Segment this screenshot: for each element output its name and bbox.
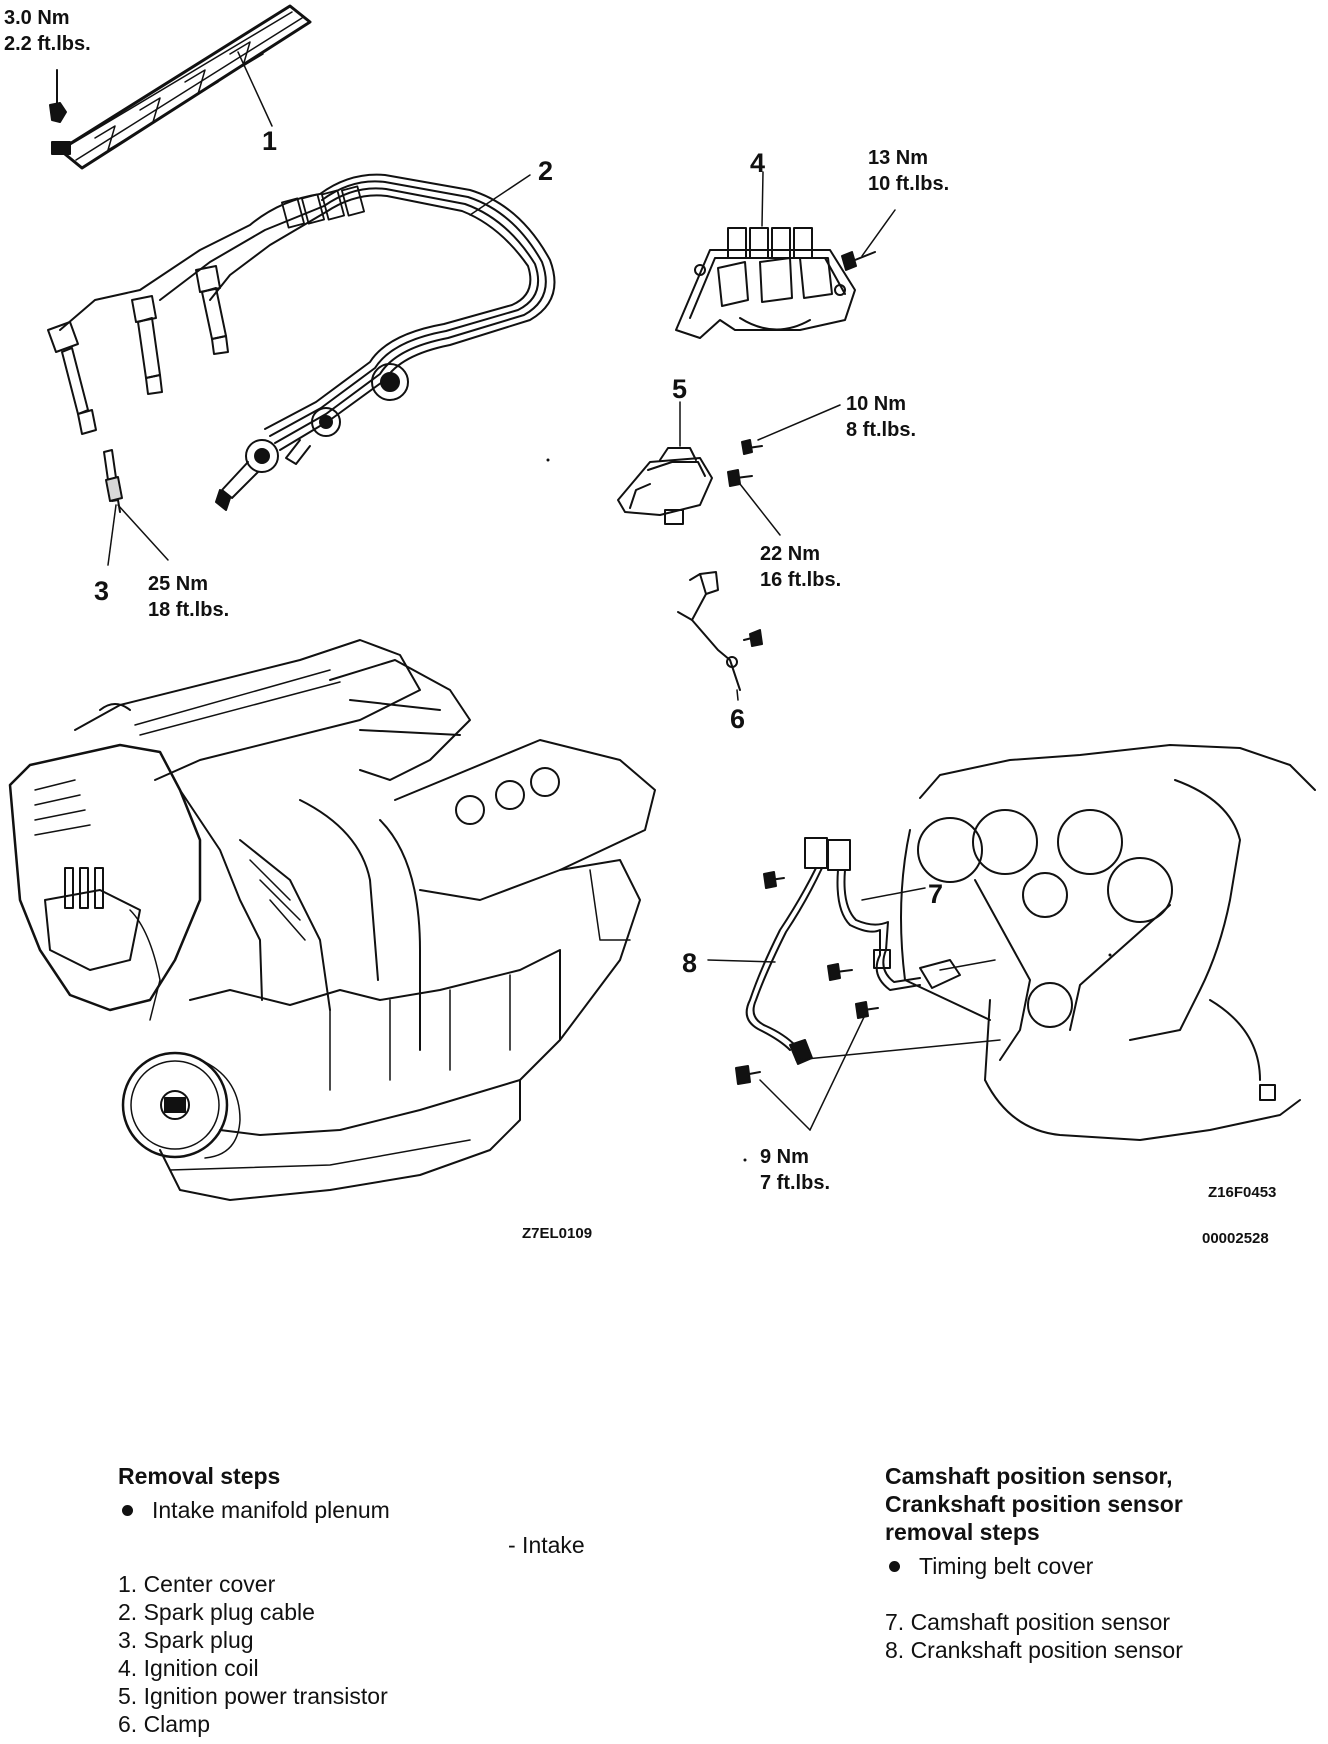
step-6: 6. Clamp (118, 1711, 211, 1737)
step-8: 8. Crankshaft position sensor (885, 1637, 1183, 1663)
removal-steps-section: Removal steps Intake manifold plenum - I… (118, 1462, 658, 1738)
speck (1108, 953, 1112, 957)
step-1: 1. Center cover (118, 1571, 276, 1597)
callout-5: 5 (672, 374, 687, 404)
torque-transistor-a-ftlbs: 8 ft.lbs. (846, 419, 916, 441)
step-5: 5. Ignition power transistor (118, 1683, 388, 1709)
torque-transistor-a-nm: 10 Nm (846, 393, 906, 415)
callout-7: 7 (928, 879, 943, 909)
torque-sensors-nm: 9 Nm (760, 1146, 809, 1168)
callout-8: 8 (682, 948, 697, 978)
torque-ignition-coil-nm: 13 Nm (868, 147, 928, 169)
torque-center-cover-nm: 3.0 Nm (4, 7, 70, 29)
step-3: 3. Spark plug (118, 1627, 254, 1653)
torque-ignition-coil-ftlbs: 10 ft.lbs. (868, 173, 949, 195)
removal-steps-prerequisite: Intake manifold plenum (118, 1496, 658, 1524)
callout-2: 2 (538, 156, 553, 186)
step-4: 4. Ignition coil (118, 1655, 259, 1681)
figure-code-sensors: Z16F0453 (1208, 1184, 1276, 1201)
torque-sensors-ftlbs: 7 ft.lbs. (760, 1172, 830, 1194)
center-cover-drawing (49, 4, 312, 170)
torque-spark-plug-ftlbs: 18 ft.lbs. (148, 599, 229, 621)
figure-code-engine: Z7EL0109 (522, 1225, 592, 1242)
torque-center-cover-ftlbs: 2.2 ft.lbs. (4, 33, 91, 55)
speck (546, 458, 550, 462)
power-transistor-drawing (617, 401, 841, 536)
sensor-steps-title-line-1: Camshaft position sensor, (885, 1463, 1173, 1489)
torque-transistor-b-ftlbs: 16 ft.lbs. (760, 569, 841, 591)
exploded-diagram: 1 2 3 4 5 6 7 8 3.0 Nm 2.2 ft.lbs. 25 Nm… (4, 4, 1316, 1247)
document-code: 00002528 (1202, 1230, 1269, 1247)
sensor-removal-steps-section: Camshaft position sensor, Crankshaft pos… (885, 1462, 1315, 1664)
callout-6: 6 (730, 704, 745, 734)
torque-spark-plug-nm: 25 Nm (148, 573, 208, 595)
removal-steps-note: - Intake (508, 1532, 585, 1558)
sensor-steps-title-line-3: removal steps (885, 1519, 1040, 1545)
removal-steps-title: Removal steps (118, 1463, 281, 1489)
sensor-harness-drawing (707, 837, 1001, 1131)
callout-3: 3 (94, 576, 109, 606)
torque-transistor-b-nm: 22 Nm (760, 543, 820, 565)
sensor-steps-title-line-2: Crankshaft position sensor (885, 1491, 1183, 1517)
spark-plug-cable-drawing (47, 173, 556, 511)
engine-block-drawing (8, 639, 656, 1201)
timing-belt-area-drawing (900, 744, 1316, 1141)
sensor-steps-prerequisite: Timing belt cover (885, 1552, 1315, 1580)
step-2: 2. Spark plug cable (118, 1599, 315, 1625)
ignition-coil-drawing (675, 171, 896, 339)
callout-4: 4 (750, 148, 765, 178)
step-7: 7. Camshaft position sensor (885, 1609, 1171, 1635)
speck (743, 1158, 747, 1162)
spark-plug-drawing (103, 449, 169, 566)
clamp-drawing (677, 571, 763, 701)
callout-1: 1 (262, 126, 277, 156)
